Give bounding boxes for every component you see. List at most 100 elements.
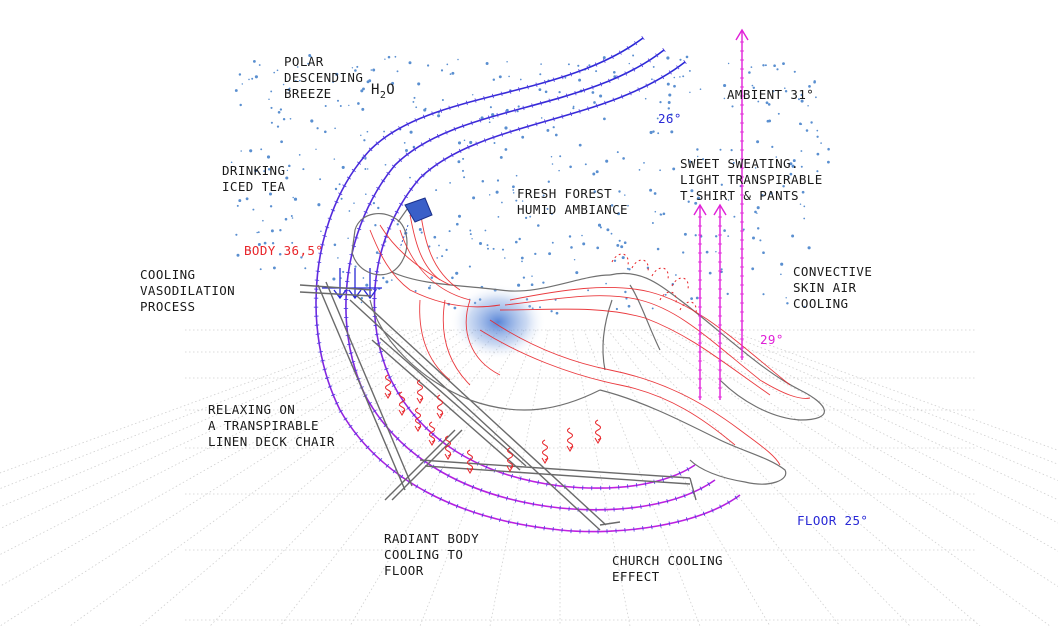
- vapor-dot: [296, 66, 299, 68]
- arc-tick: [330, 209, 336, 212]
- vapor-dot: [324, 130, 327, 134]
- arc-tick: [481, 512, 484, 518]
- arc-tick: [386, 227, 392, 230]
- vapor-dot: [529, 215, 532, 218]
- vapor-dot: [438, 244, 440, 247]
- heat-wave-arrowhead: [594, 437, 602, 444]
- vapor-dot: [418, 228, 422, 231]
- vapor-dot: [791, 234, 795, 238]
- arc-tick: [322, 234, 327, 237]
- arc-tick: [651, 524, 653, 530]
- label-sweet-sweating: SWEET SWEATING. LIGHT TRANSPIRABLE T-SHI…: [680, 156, 823, 203]
- floor-grid-line: [349, 329, 525, 626]
- arc-tick: [531, 103, 534, 108]
- arc-tick: [406, 406, 411, 410]
- vapor-dot: [441, 255, 444, 258]
- vapor-dot: [362, 277, 365, 279]
- arc-tick: [362, 154, 367, 158]
- heat-wave: [415, 407, 421, 429]
- vapor-dot: [603, 117, 606, 121]
- arc-tick: [513, 108, 516, 113]
- floor-grid-line: [69, 329, 477, 626]
- vapor-dot: [766, 119, 770, 123]
- arc-tick: [632, 67, 636, 72]
- vapor-dot: [387, 55, 391, 59]
- arc-tick: [526, 84, 529, 90]
- floor-grid-line: [595, 329, 771, 626]
- label-floor-temp: FLOOR 25°: [797, 513, 869, 528]
- vapor-dot: [463, 139, 466, 142]
- arc-tick: [327, 385, 333, 388]
- vapor-dot: [257, 243, 261, 246]
- vapor-dot: [339, 105, 342, 107]
- arc-tick: [402, 443, 406, 447]
- arc-tick: [447, 500, 451, 505]
- vapor-dot: [480, 116, 484, 120]
- floor-grid-line: [583, 329, 701, 626]
- arc-tick: [381, 179, 386, 183]
- arc-tick: [490, 515, 493, 520]
- arc-tick: [384, 367, 389, 371]
- vapor-dot: [271, 242, 275, 245]
- arc-tick: [439, 108, 443, 113]
- vapor-dot: [683, 232, 687, 236]
- vapor-dot: [750, 66, 753, 68]
- arc-tick: [548, 98, 551, 104]
- arc-tick: [346, 343, 352, 346]
- arc-tick: [359, 438, 364, 443]
- arc-tick: [346, 176, 352, 180]
- vapor-dot: [270, 90, 273, 93]
- vapor-dot: [791, 164, 795, 168]
- vapor-dot: [582, 242, 586, 246]
- vapor-dot: [382, 276, 385, 280]
- vapor-dot: [651, 78, 653, 81]
- floor-grid-line: [0, 329, 465, 626]
- arc-tick: [378, 350, 384, 353]
- arc-tick: [552, 77, 555, 82]
- arc-tick: [462, 123, 465, 129]
- arc-tick: [416, 454, 420, 459]
- label-h2o: H2O: [371, 82, 395, 104]
- arc-tick: [376, 261, 381, 264]
- floor-grid-line: [0, 329, 393, 474]
- vapor-dot: [789, 162, 793, 166]
- vapor-dot: [685, 55, 689, 59]
- arc-tick: [611, 54, 614, 60]
- arc-tick: [465, 100, 468, 106]
- arc-tick: [445, 130, 448, 135]
- vapor-dot: [756, 227, 760, 230]
- vapor-dot: [784, 90, 788, 93]
- vapor-dot: [715, 250, 717, 253]
- vapor-dot: [252, 208, 255, 211]
- vapor-dot: [390, 279, 393, 281]
- vapor-dot: [687, 200, 690, 203]
- vapor-dot: [720, 268, 723, 271]
- vapor-dot: [234, 89, 238, 92]
- vapor-dot: [534, 252, 537, 256]
- vapor-dot: [643, 162, 645, 164]
- vapor-dot: [723, 83, 727, 88]
- arc-tick: [719, 504, 722, 509]
- vapor-dot: [786, 302, 789, 305]
- floor-grid-line: [209, 329, 501, 626]
- arc-tick: [464, 507, 467, 512]
- arc-tick: [694, 514, 697, 519]
- vapor-dot: [324, 104, 327, 108]
- arc-tick: [509, 89, 512, 94]
- vapor-dot: [544, 90, 548, 94]
- arc-tick: [467, 144, 470, 150]
- arc-tick: [347, 262, 353, 265]
- arc-tick: [629, 90, 632, 96]
- vapor-dot: [488, 121, 491, 124]
- vapor-dot: [616, 243, 620, 247]
- vapor-dot: [341, 165, 345, 169]
- arc-tick: [616, 75, 619, 80]
- vapor-dot: [394, 55, 397, 58]
- vapor-dot: [361, 107, 365, 111]
- arc-tick: [599, 82, 603, 87]
- vapor-dot: [396, 223, 399, 226]
- vapor-dot: [375, 251, 379, 254]
- vapor-dot: [696, 155, 699, 158]
- vapor-dot: [257, 231, 260, 234]
- vapor-dot: [436, 257, 439, 259]
